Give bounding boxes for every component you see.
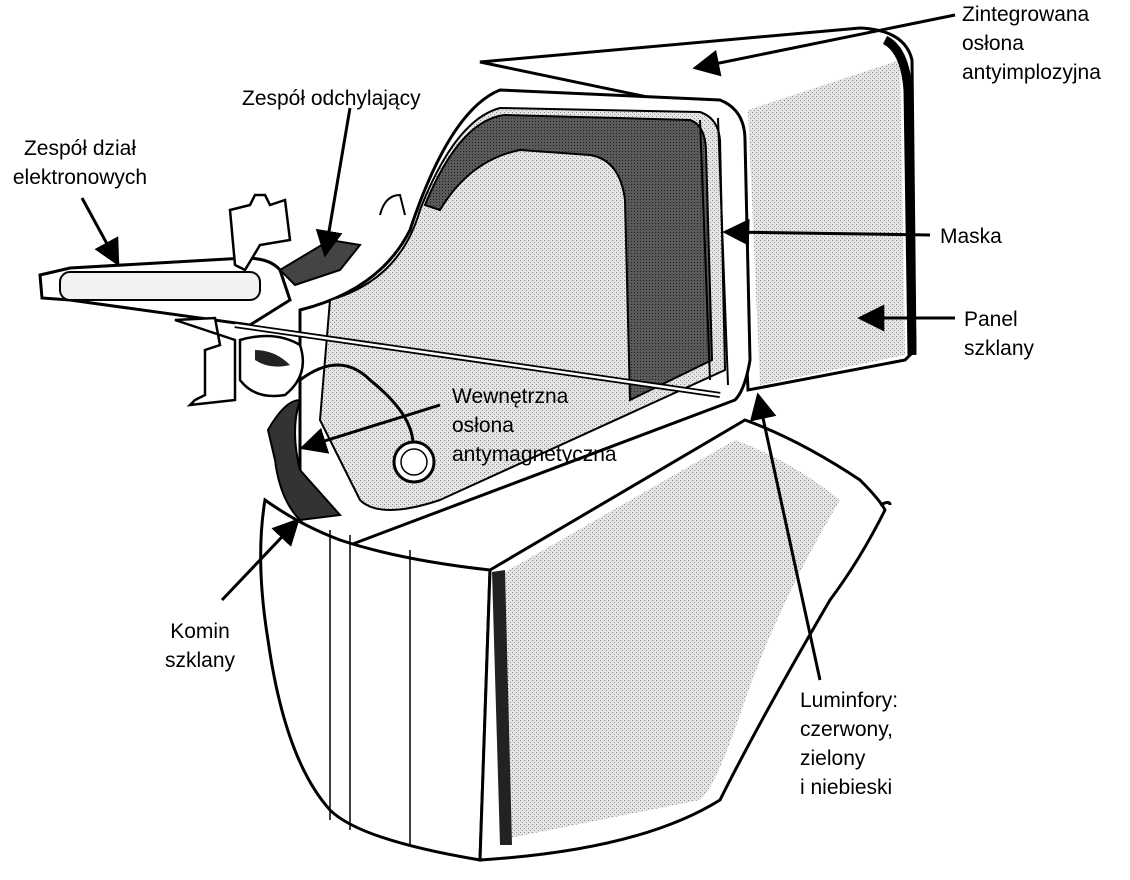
lower-dark-edge <box>492 570 512 845</box>
label-deflection-yoke-line1: Zespół odchylający <box>242 87 421 110</box>
deflection-yoke <box>228 193 292 272</box>
label-phosphors: Luminfory: czerwony, zielony i niebieski <box>800 686 898 802</box>
arrow-implosion-band <box>692 13 956 77</box>
label-phosphors-line1: Luminfory: <box>800 689 899 712</box>
mask-frame <box>699 117 729 386</box>
glass-funnel-wall <box>266 398 343 522</box>
label-implosion-band-line2: osłona <box>962 32 1024 55</box>
phosphor-screen <box>500 440 840 840</box>
implosion-band <box>882 35 917 356</box>
label-electron-guns-line2: elektronowych <box>12 166 148 189</box>
label-magnetic-shield-line1: Wewnętrzna <box>452 385 569 408</box>
label-deflection-yoke: Zespół odchylający <box>242 84 421 113</box>
label-phosphors-line3: zielony <box>800 747 866 770</box>
label-mask: Maska <box>940 222 1002 251</box>
label-phosphors-line4: i niebieski <box>800 776 893 799</box>
label-glass-panel-line1: Panel <box>964 308 1018 331</box>
label-glass-funnel: Komin szklany <box>140 617 260 675</box>
arrow-electron-guns <box>80 197 120 267</box>
magnetic-shield-loop <box>299 363 415 456</box>
label-glass-panel: Panel szklany <box>964 305 1034 363</box>
label-mask-line1: Maska <box>940 225 1002 248</box>
tube-lower-body <box>259 497 492 862</box>
label-implosion-band-line1: Zintegrowana <box>962 3 1090 26</box>
shadow-mask-dark <box>423 113 714 402</box>
label-magnetic-shield: Wewnętrzna osłona antymagnetyczna <box>452 382 617 469</box>
label-glass-panel-line2: szklany <box>964 337 1035 360</box>
arrow-deflection-yoke <box>315 107 352 258</box>
arrow-phosphors <box>749 392 822 681</box>
label-glass-funnel-line2: szklany <box>164 649 236 672</box>
glass-panel-face <box>748 60 905 385</box>
label-magnetic-shield-line3: antymagnetyczna <box>452 443 617 466</box>
arrow-mask <box>722 218 931 246</box>
label-electron-guns-line1: Zespół dział <box>23 137 137 160</box>
label-implosion-band-line3: antyimplozyjna <box>962 61 1101 84</box>
label-glass-funnel-line1: Komin <box>170 620 230 643</box>
arrow-magnetic-shield <box>299 403 441 454</box>
label-implosion-band: Zintegrowana osłona antyimplozyjna <box>962 0 1101 87</box>
arrow-glass-funnel <box>220 518 300 602</box>
label-phosphors-line2: czerwony, <box>800 718 893 741</box>
label-electron-guns: Zespół dział elektronowych <box>0 134 160 192</box>
label-magnetic-shield-line2: osłona <box>452 414 514 437</box>
